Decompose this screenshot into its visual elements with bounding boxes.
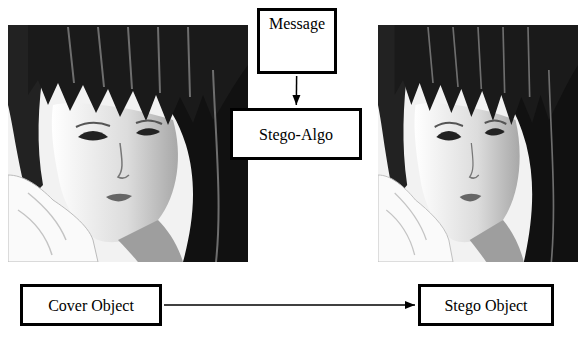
flow-arrow	[296, 76, 298, 105]
stego-image	[378, 25, 578, 262]
message-box: Message	[257, 8, 337, 74]
node-label: Stego Object	[444, 296, 527, 315]
label-box: Cover Object	[20, 284, 162, 326]
flow-arrow	[164, 304, 415, 306]
node-label: Cover Object	[48, 296, 134, 315]
label-box: Stego Object	[418, 284, 554, 326]
algorithm-box: Stego-Algo	[230, 108, 362, 160]
node-label: Message	[269, 14, 325, 33]
node-label: Stego-Algo	[259, 125, 333, 144]
cover-image	[8, 25, 248, 262]
